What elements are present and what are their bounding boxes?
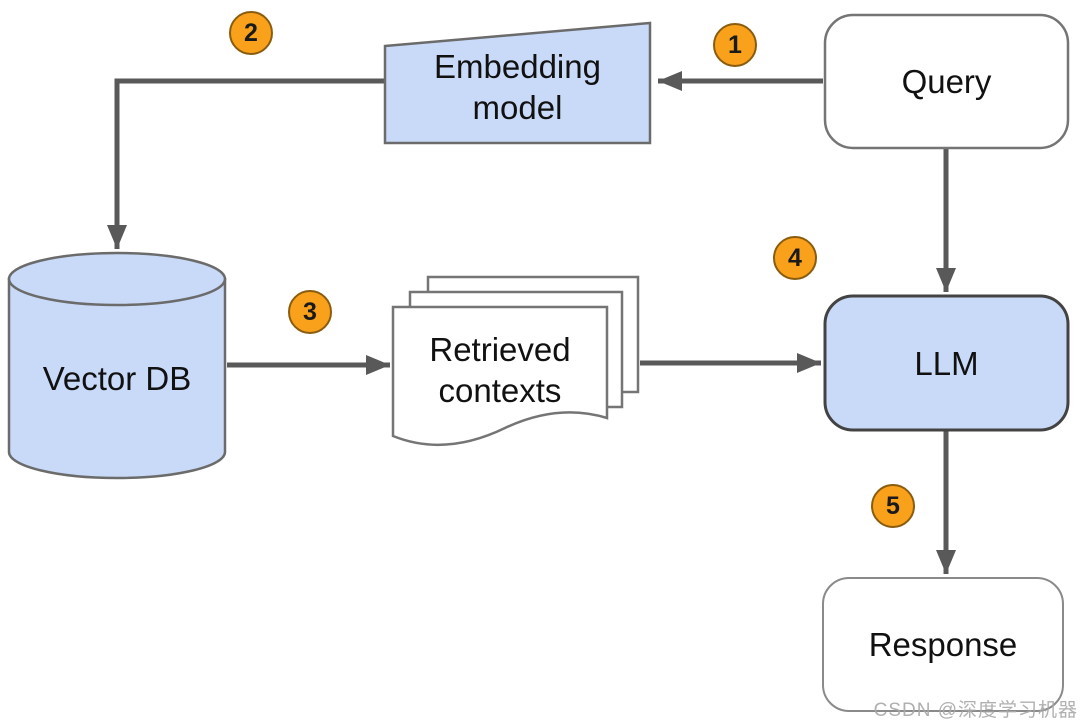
edge-embedding-to-vectordb [107, 78, 385, 249]
response-shape [822, 577, 1064, 712]
step-badge-1: 1 [713, 23, 757, 67]
embedding-model-shape [383, 21, 652, 145]
step-badge-2: 2 [229, 11, 273, 55]
document-front-sheet [391, 305, 609, 447]
csdn-watermark: CSDN @深度学习机器 [873, 700, 1078, 721]
vector-db-body [7, 277, 227, 480]
step-badge-5: 5 [871, 484, 915, 528]
query-shape [823, 13, 1070, 150]
llm-shape [823, 294, 1070, 432]
step-badge-3: 3 [288, 290, 332, 334]
step-badge-4: 4 [773, 236, 817, 280]
vector-db-top-ellipse [7, 251, 227, 307]
